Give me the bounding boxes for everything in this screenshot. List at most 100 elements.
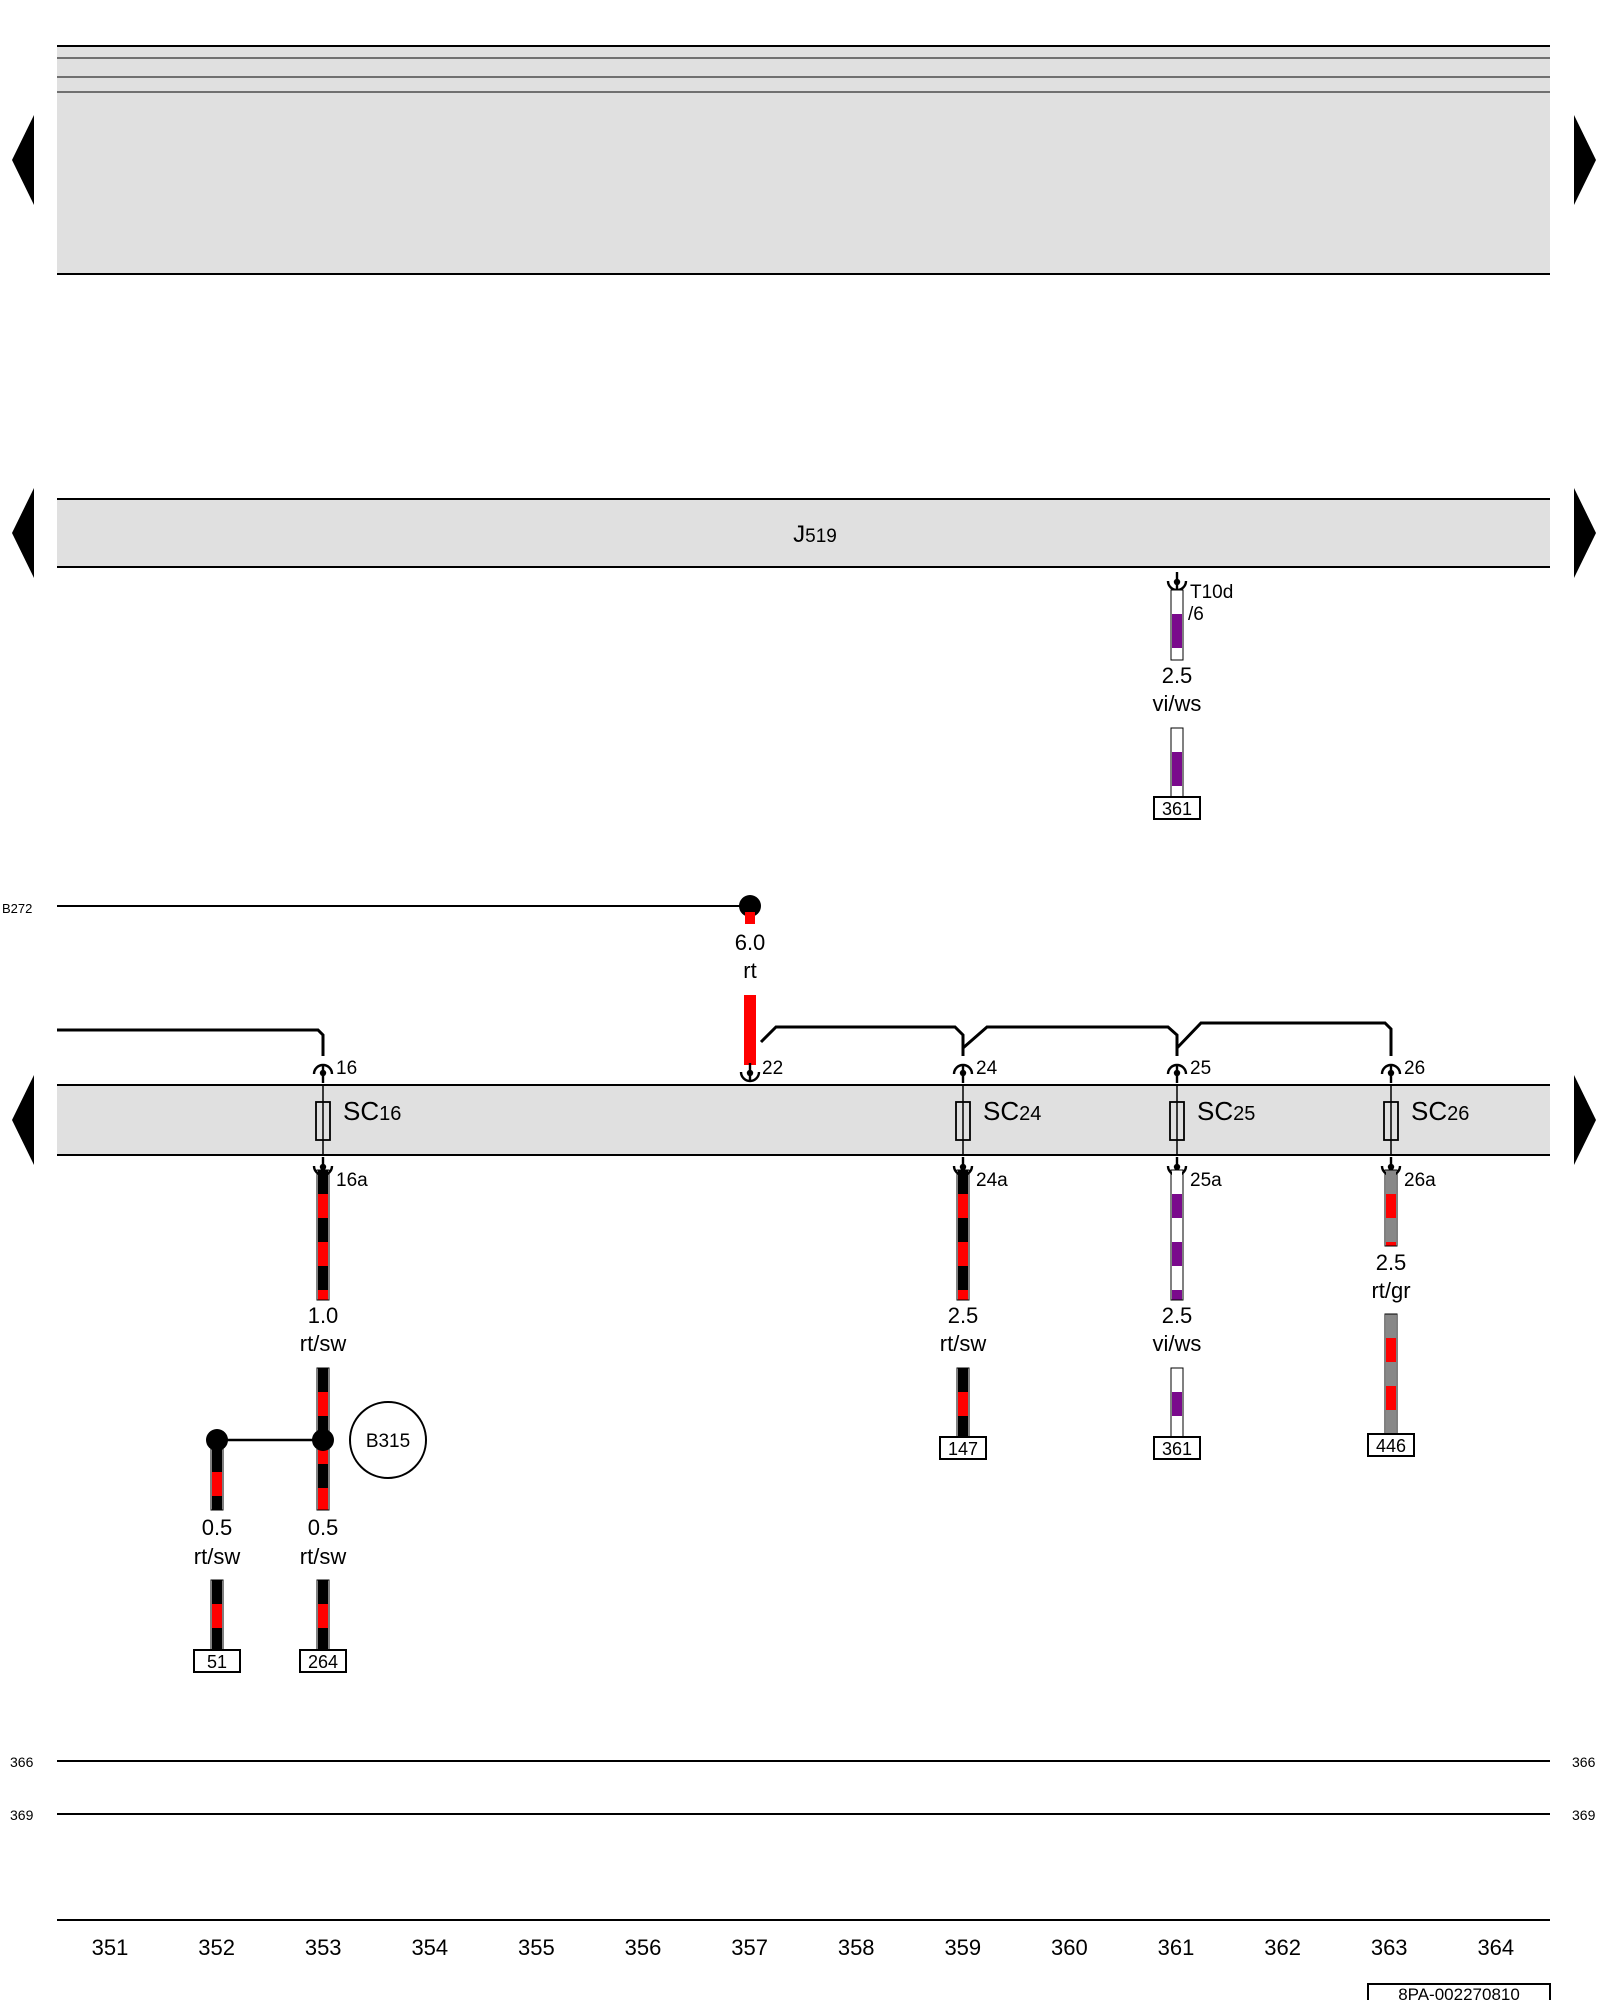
wire-size-label: 1.0: [308, 1303, 339, 1328]
b315-circle[interactable]: [349, 1401, 427, 1479]
wire-stripe: [318, 1218, 328, 1242]
t10d-connection: T10d /6 2.5 vi/ws 361: [1153, 570, 1233, 820]
ref-label[interactable]: 51: [207, 1652, 227, 1672]
sc-band: [57, 1084, 1550, 1156]
wire-stripe: [318, 1628, 328, 1650]
fuse-label-base: SC: [1411, 1096, 1447, 1126]
right-arrow-icon[interactable]: [1574, 115, 1596, 205]
wire-outline: [956, 1169, 970, 1301]
j519-band: J519: [57, 498, 1550, 568]
wire-size-label: 2.5: [1376, 1250, 1407, 1275]
wire-stripe: [1386, 1314, 1396, 1338]
wire-stripe: [1386, 1410, 1396, 1434]
ref-label[interactable]: 361: [1162, 799, 1192, 819]
wire-stripe: [1172, 1170, 1182, 1194]
column-number: 353: [305, 1935, 342, 1960]
column-number: 364: [1477, 1935, 1514, 1960]
pin-label: 26: [1404, 1058, 1425, 1079]
right-arrow-icon[interactable]: [1574, 488, 1596, 578]
wire-size-label: 6.0: [735, 930, 766, 955]
wire-segment: [744, 995, 756, 1065]
ref-label[interactable]: 361: [1162, 1439, 1192, 1459]
wire-stripe: [1172, 1290, 1182, 1300]
wire-stripe: [958, 1194, 968, 1218]
right-arrow-icon[interactable]: [1574, 1075, 1596, 1165]
left-arrow-icon[interactable]: [12, 115, 34, 205]
wire-stripe: [958, 1242, 968, 1266]
b315-label[interactable]: B315: [366, 1431, 410, 1452]
wire-color-label: rt/sw: [300, 1331, 347, 1356]
wire-stripe: [1386, 1338, 1396, 1362]
wire-color-label: rt/sw: [194, 1544, 241, 1569]
fuse-sc24[interactable]: SC24: [955, 1085, 1041, 1155]
wire-color-label: vi/ws: [1153, 1331, 1202, 1356]
fuse-label-base: SC: [983, 1096, 1019, 1126]
column-number: 357: [731, 1935, 768, 1960]
wire-stripe: [958, 1266, 968, 1290]
wire-stripe: [1386, 1386, 1396, 1410]
wire-size-label: 0.5: [202, 1515, 233, 1540]
j519-label: J519: [793, 521, 837, 548]
wire-stripe: [318, 1368, 328, 1392]
t10d-label: T10d: [1190, 582, 1233, 603]
junction-dot: [312, 1429, 334, 1451]
wire-size-label: 0.5: [308, 1515, 339, 1540]
wire-stripe: [958, 1368, 968, 1392]
ref-box[interactable]: [1153, 796, 1201, 820]
ref-label[interactable]: 147: [948, 1439, 978, 1459]
svg-text:SC26: SC26: [1411, 1096, 1469, 1126]
wire-stripe: [958, 1392, 968, 1416]
wire-stripe: [318, 1242, 328, 1266]
ref-label[interactable]: 264: [308, 1652, 338, 1672]
fuse-label-base: SC: [343, 1096, 379, 1126]
wire-stripe: [1172, 1368, 1182, 1392]
ref-box[interactable]: [1153, 1436, 1201, 1460]
wire-color-label: rt: [743, 958, 756, 983]
wire-color-label: rt/sw: [300, 1544, 347, 1569]
input-pins: 16 22 24 25 26: [312, 1058, 1425, 1085]
column-number: 358: [838, 1935, 875, 1960]
fuse-label-num: 16: [379, 1103, 401, 1125]
left-arrow-icon[interactable]: [12, 488, 34, 578]
wire-stripe: [212, 1604, 222, 1628]
column-number: 352: [198, 1935, 235, 1960]
wire-stripe: [318, 1392, 328, 1416]
left-arrow-icon[interactable]: [12, 1075, 34, 1165]
fuse-sc26[interactable]: SC26: [1383, 1085, 1469, 1155]
svg-text:SC24: SC24: [983, 1096, 1041, 1126]
column-number: 360: [1051, 1935, 1088, 1960]
fuse-sc16[interactable]: SC16: [315, 1085, 401, 1155]
fuse-feed-lines: [57, 1021, 1393, 1056]
wire-outline: [316, 1169, 330, 1301]
wire-stripe: [212, 1472, 222, 1496]
pin-label: 22: [762, 1058, 783, 1079]
pin-label: 25a: [1190, 1170, 1222, 1191]
wire-size-label: 2.5: [1162, 1303, 1193, 1328]
fuse-sc25[interactable]: SC25: [1169, 1085, 1255, 1155]
wire-stripe: [1172, 1242, 1182, 1266]
wire-stripe: [318, 1464, 328, 1488]
ref-box[interactable]: [939, 1436, 987, 1460]
wire-segments: [210, 1169, 1398, 1651]
svg-text:SC25: SC25: [1197, 1096, 1255, 1126]
ref-label[interactable]: 446: [1376, 1436, 1406, 1456]
wire-outline: [1384, 1169, 1398, 1247]
ref-box[interactable]: [1367, 1433, 1415, 1457]
pin-label: 16a: [336, 1170, 368, 1191]
wire-stripe: [958, 1290, 968, 1300]
ref-box[interactable]: [193, 1649, 241, 1673]
wire-stripe: [318, 1170, 328, 1194]
wire-outline: [1170, 1169, 1184, 1301]
t10d-pin-label: /6: [1188, 604, 1204, 625]
wire-color-label: rt/sw: [940, 1331, 987, 1356]
wire-stripe: [958, 1170, 968, 1194]
fuse-label-base: SC: [1197, 1096, 1233, 1126]
wire-size-label: 2.5: [1162, 663, 1193, 688]
pin-label: 26a: [1404, 1170, 1436, 1191]
ref-box[interactable]: [299, 1649, 347, 1673]
pin-label: 24: [976, 1058, 998, 1079]
fuse-label-num: 26: [1447, 1103, 1469, 1125]
b272-label: B272: [2, 901, 32, 916]
wire-stripe: [958, 1416, 968, 1437]
